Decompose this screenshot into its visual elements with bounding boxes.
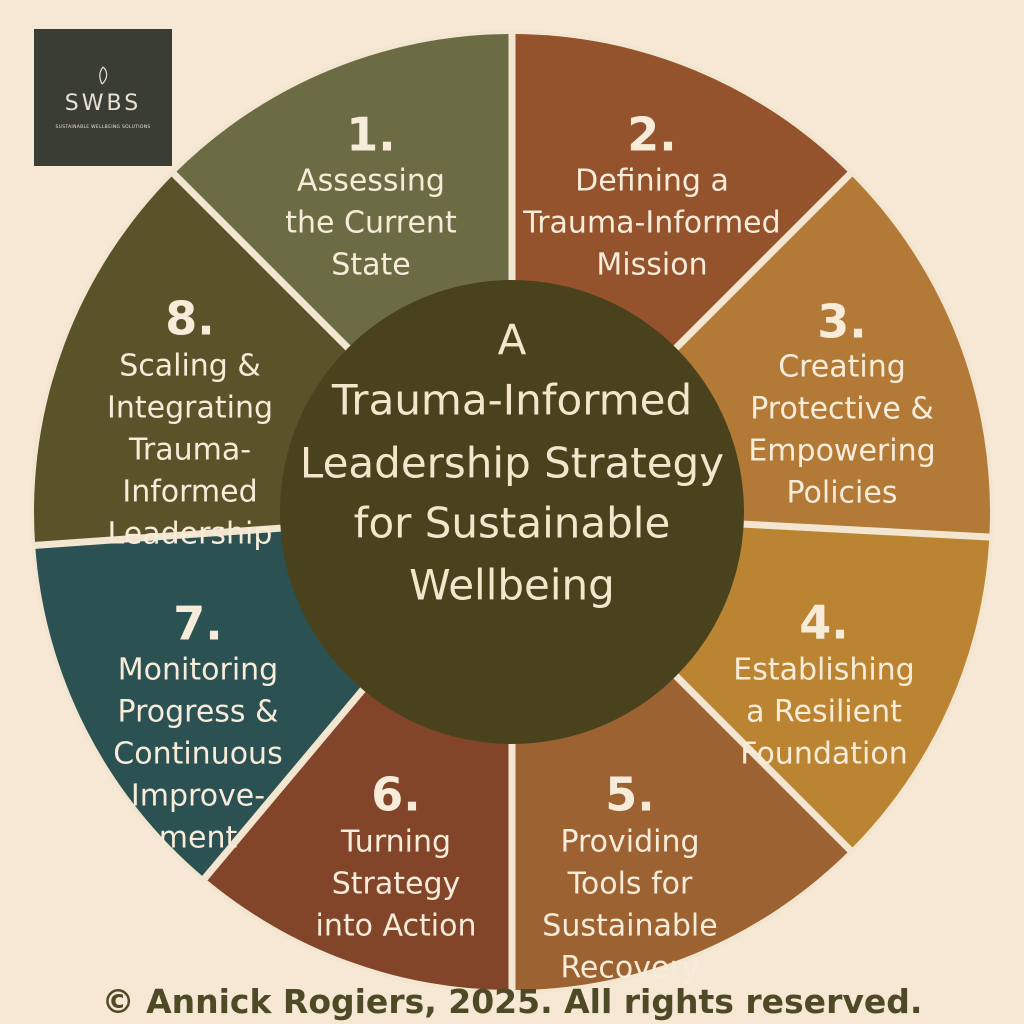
segment-8-label-line: Trauma-	[128, 433, 251, 468]
segment-6-number: 6.	[371, 768, 420, 822]
segment-7-label-line: Continuous	[113, 737, 282, 772]
segment-6-label-line: Turning	[340, 825, 451, 860]
segment-5-label-line: Tools for	[567, 867, 693, 902]
segment-divider	[170, 170, 358, 358]
segment-7-label-line: Improve-	[131, 779, 265, 814]
segment-3-label-line: Protective &	[750, 392, 934, 427]
segment-8-label-line: Integrating	[107, 391, 273, 426]
segment-divider	[32, 523, 291, 549]
segment-5-label-line: Recovery	[560, 951, 699, 986]
segment-3-number: 3.	[817, 295, 866, 349]
segment-1-number: 1.	[346, 108, 395, 162]
center-hub	[280, 280, 744, 744]
segment-divider	[733, 520, 992, 541]
segment-6-label-line: into Action	[316, 909, 477, 944]
center-title-line: Trauma-Informed	[331, 376, 692, 425]
segment-7-label-line: Progress &	[118, 695, 279, 730]
segment-6-label-line: Strategy	[332, 867, 461, 902]
segment-8-label-line: Leadership	[108, 517, 273, 552]
segment-3-label-line: Policies	[787, 476, 898, 511]
center-title-line: A	[498, 316, 527, 365]
segment-2-label-line: Mission	[596, 248, 707, 283]
segment-4-label-line: a Resilient	[746, 695, 902, 730]
segment-2-label-line: Trauma-Informed	[522, 206, 780, 241]
segment-divider	[666, 170, 854, 358]
swbs-logo: SWBS SUSTAINABLE WELLBEING SOLUTIONS	[34, 29, 172, 166]
segment-divider	[666, 666, 854, 854]
segment-1-label-line: Assessing	[297, 164, 445, 199]
segment-8-label-line: Scaling &	[119, 349, 261, 384]
center-title-line: for Sustainable	[354, 499, 671, 548]
segment-8-label-line: Informed	[122, 475, 257, 510]
logo-subtitle: SUSTAINABLE WELLBEING SOLUTIONS	[55, 125, 151, 130]
segment-2-number: 2.	[627, 108, 676, 162]
center-title-line: Wellbeing	[409, 561, 615, 610]
segment-3-label-line: Empowering	[748, 434, 935, 469]
segment-1-label-line: the Current	[285, 206, 457, 241]
segment-3-label-line: Creating	[778, 350, 906, 385]
segment-4-label-line: Establishing	[733, 653, 914, 688]
segment-8-number: 8.	[165, 292, 214, 346]
segment-1-label-line: State	[331, 248, 410, 283]
leaf-icon	[99, 66, 108, 85]
segment-5-number: 5.	[605, 768, 654, 822]
segment-5-label-line: Providing	[560, 825, 699, 860]
segment-2-label-line: Defining a	[575, 164, 729, 199]
segment-5-label-line: Sustainable	[542, 909, 717, 944]
center-title-line: Leadership Strategy	[300, 439, 724, 488]
segment-4-label-line: Foundation	[740, 737, 907, 772]
segment-4-number: 4.	[799, 596, 848, 650]
copyright-notice: © Annick Rogiers, 2025. All rights reser…	[101, 982, 923, 1021]
segment-7-label-line: ment	[159, 821, 238, 856]
segment-7-label-line: Monitoring	[118, 653, 278, 688]
segment-7-number: 7.	[173, 597, 222, 651]
segment-divider	[200, 679, 372, 882]
logo-mark: SWBS	[64, 91, 142, 116]
